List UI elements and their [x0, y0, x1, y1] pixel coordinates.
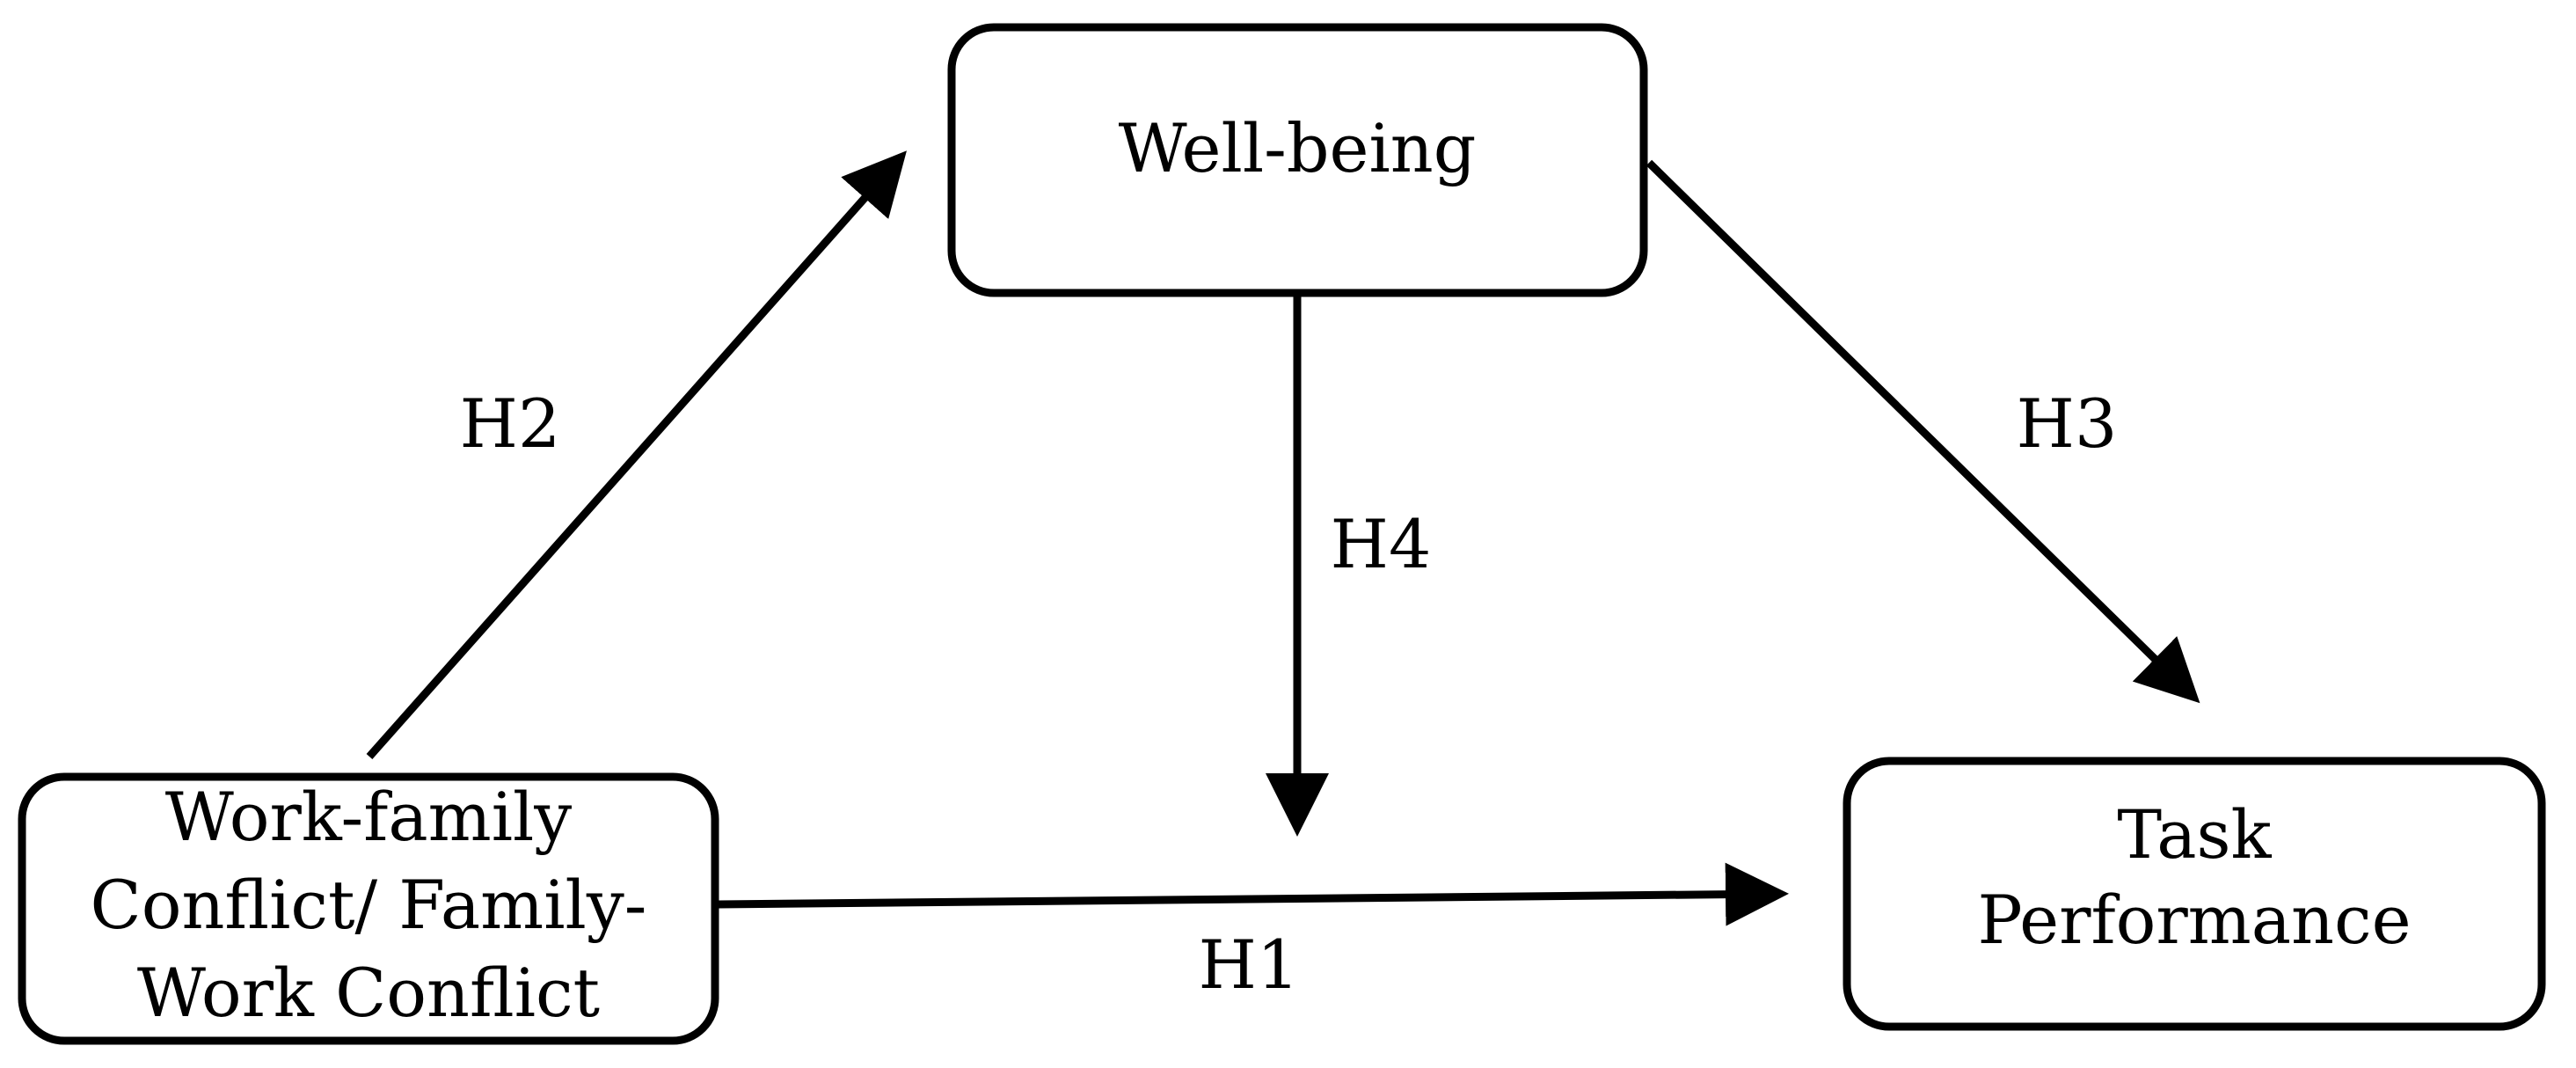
edge-h2-label: H2 [460, 384, 561, 463]
node-performance-label-line2: Performance [1977, 881, 2411, 959]
node-wellbeing: Well-being [947, 23, 1648, 297]
node-wellbeing-box [947, 23, 1648, 297]
edge-h1-label: H1 [1199, 925, 1300, 1004]
node-conflict-label-line3: Work Conflict [137, 954, 600, 1032]
node-conflict: Work-family Conflict/ Family- Work Confl… [18, 772, 719, 1045]
edge-h2-arrow [366, 150, 907, 759]
node-conflict-label-line1: Work-family [165, 778, 573, 856]
node-performance-label-line1: Task [2117, 795, 2272, 874]
edge-h4-label: H4 [1331, 505, 1432, 583]
node-conflict-label-line2: Conflict/ Family- [91, 866, 647, 944]
edge-h3-label: H3 [2017, 384, 2118, 463]
edge-h1-arrow [718, 862, 1789, 926]
node-wellbeing-label: Well-being [1119, 109, 1477, 187]
node-conflict-box [18, 772, 719, 1045]
edge-h3-arrow [1646, 159, 2200, 704]
node-performance: Task Performance [1843, 757, 2546, 1031]
node-performance-box [1843, 757, 2546, 1031]
